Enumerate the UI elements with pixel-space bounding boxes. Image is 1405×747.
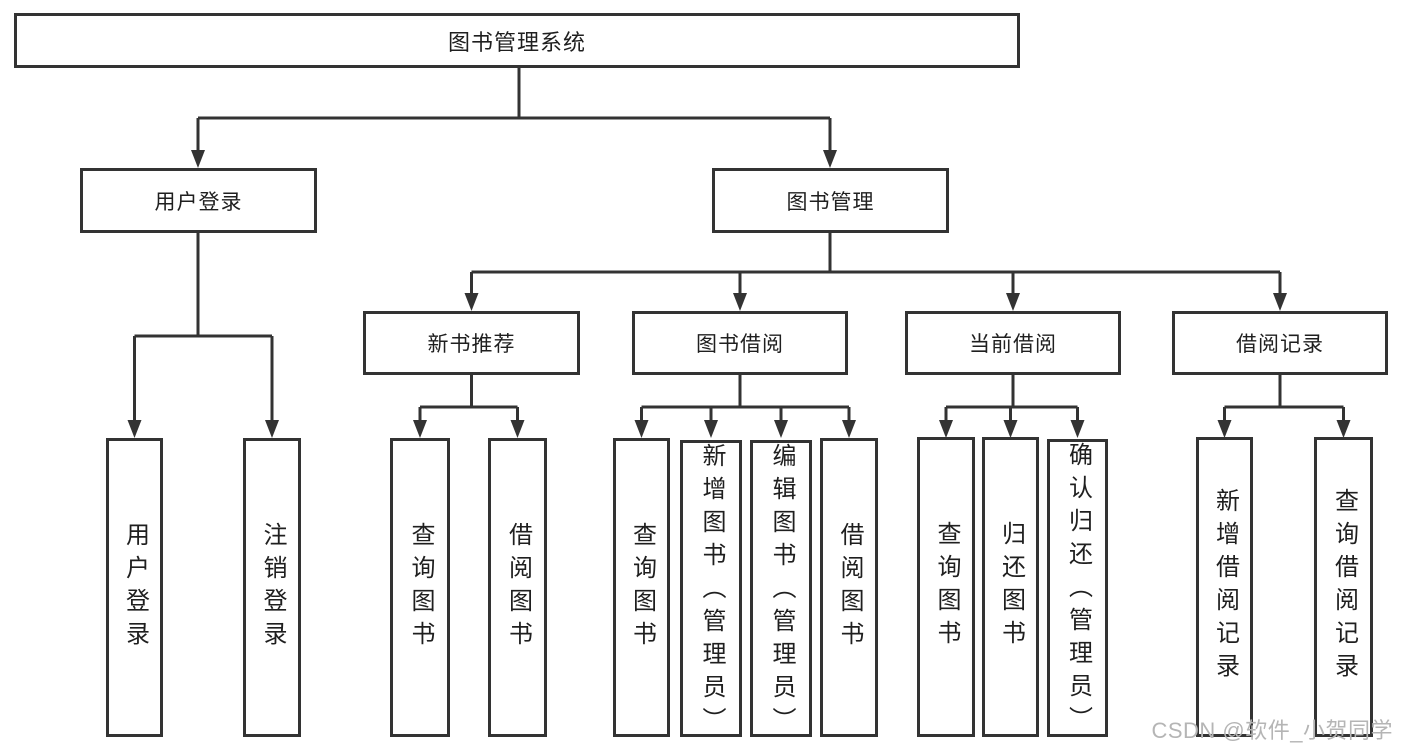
connector-book-mgmt-to-level3 bbox=[464, 233, 1287, 311]
leaf-user-login: 用户登录 bbox=[106, 438, 163, 737]
leaf-add-books-admin: 新增图书（管理员） bbox=[680, 440, 742, 740]
connector-root-to-level2 bbox=[191, 68, 837, 168]
leaf-edit-books-admin: 编辑图书（管理员） bbox=[750, 440, 812, 740]
leaf-add-borrow-record: 新增借阅记录 bbox=[1196, 437, 1253, 737]
node-current-borrowing: 当前借阅 bbox=[905, 311, 1121, 375]
leaf-query-books-current: 查询图书 bbox=[917, 437, 975, 737]
connector-book-borrow-to-leaves bbox=[634, 375, 856, 438]
node-book-management: 图书管理 bbox=[712, 168, 949, 233]
node-borrowing-records: 借阅记录 bbox=[1172, 311, 1388, 375]
connector-user-login-to-leaves bbox=[127, 233, 279, 438]
connector-borrow-records-to-leaves bbox=[1217, 375, 1351, 438]
leaf-borrow-books-recommend: 借阅图书 bbox=[488, 438, 547, 737]
leaf-borrow-books: 借阅图书 bbox=[820, 438, 878, 737]
node-user-login: 用户登录 bbox=[80, 168, 317, 233]
leaf-query-borrow-record: 查询借阅记录 bbox=[1314, 437, 1373, 737]
leaf-return-books: 归还图书 bbox=[982, 437, 1039, 737]
node-root-system: 图书管理系统 bbox=[14, 13, 1020, 68]
node-new-book-recommend: 新书推荐 bbox=[363, 311, 580, 375]
leaf-confirm-return-admin: 确认归还（管理员） bbox=[1047, 439, 1108, 739]
csdn-watermark: CSDN @软件_小贺同学 bbox=[1151, 718, 1393, 743]
node-book-borrowing: 图书借阅 bbox=[632, 311, 848, 375]
leaf-query-books-borrow: 查询图书 bbox=[613, 438, 670, 737]
connector-current-borrow-to-leaves bbox=[939, 375, 1085, 438]
leaf-query-books-recommend: 查询图书 bbox=[390, 438, 450, 737]
leaf-logout: 注销登录 bbox=[243, 438, 301, 737]
connector-new-books-to-leaves bbox=[413, 375, 525, 438]
